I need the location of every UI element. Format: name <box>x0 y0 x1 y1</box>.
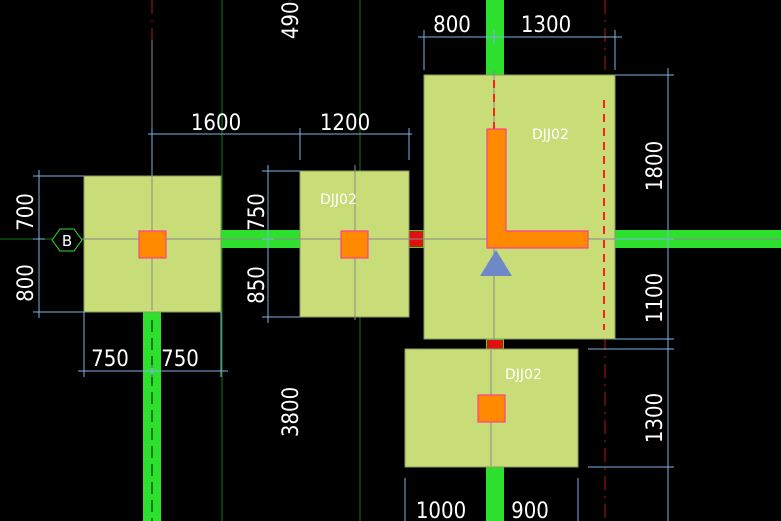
beam-bottom-vertical <box>486 466 504 521</box>
dimension-text: 1200 <box>320 111 370 136</box>
dimension-text: 1000 <box>416 499 466 521</box>
dimension-text: 800 <box>433 13 471 38</box>
foundation-pad-big[interactable] <box>423 74 616 340</box>
dimension-text: 900 <box>511 499 549 521</box>
foundation-tag-mid: DJJ02 <box>320 192 357 208</box>
axis-label-b: B <box>62 232 72 250</box>
dimension-top-left: 1600 1200 <box>148 111 412 175</box>
dimension-mid: 750 850 <box>245 165 300 323</box>
dimension-text-4900: 4900 <box>279 0 304 39</box>
column-bottom[interactable] <box>477 394 506 423</box>
dimension-text-3800: 3800 <box>279 387 304 437</box>
beam-red-segment <box>487 340 503 350</box>
dimension-bottom-left: 750 750 <box>78 312 228 377</box>
dimension-left: 700 800 <box>14 170 84 318</box>
dimension-text: 1600 <box>191 111 241 136</box>
column-mid[interactable] <box>340 230 369 259</box>
dimension-text: 1100 <box>643 273 668 323</box>
axis-bubble-b[interactable]: B <box>51 228 83 252</box>
dimension-text: 1300 <box>521 13 571 38</box>
dimension-text: 850 <box>245 266 270 304</box>
foundation-tag-bottom: DJJ02 <box>505 367 542 383</box>
dimension-text: 1300 <box>643 393 668 443</box>
dimension-right: 1800 1100 1300 <box>588 68 674 521</box>
column-left[interactable] <box>138 230 167 259</box>
dimension-text: 750 <box>91 347 129 372</box>
section-marker-icon[interactable] <box>480 250 512 276</box>
dimension-bottom-right: 1000 900 <box>404 478 579 521</box>
column-l-shaped[interactable] <box>486 128 589 249</box>
dimension-top-right: 800 1300 <box>418 13 622 70</box>
dimension-text: 800 <box>14 264 39 302</box>
dimension-text: 1800 <box>643 141 668 191</box>
foundation-tag-big: DJJ02 <box>532 127 569 143</box>
beam-top-vertical <box>486 0 504 76</box>
dimension-text: 750 <box>245 193 270 231</box>
dimension-text: 700 <box>14 193 39 231</box>
dimension-text: 750 <box>161 347 199 372</box>
